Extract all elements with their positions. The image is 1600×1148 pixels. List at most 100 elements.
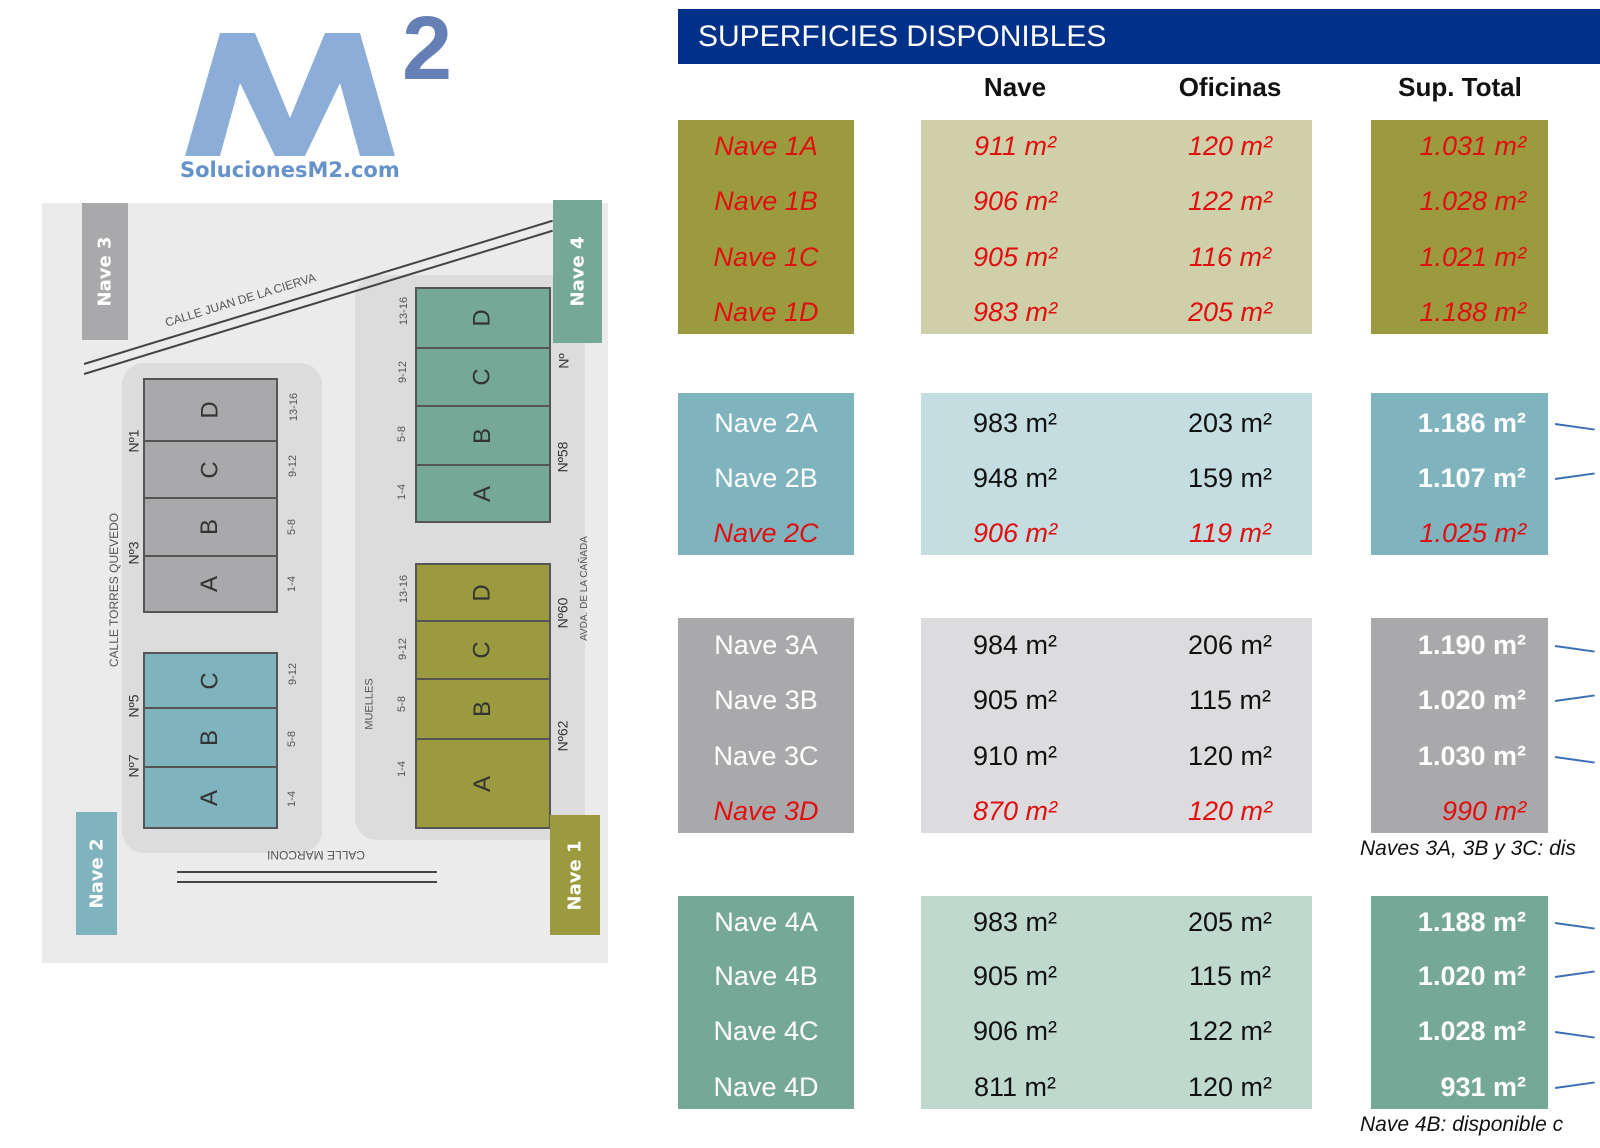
- row-oficinas-area: 115 m²: [1188, 961, 1272, 991]
- group-total-block: [1371, 393, 1548, 555]
- row-nave-area: 984 m²: [972, 630, 1058, 660]
- column-header-oficinas: Oficinas: [1178, 72, 1282, 102]
- row-name[interactable]: Nave 4C: [713, 1016, 819, 1046]
- unit-1d[interactable]: D: [417, 565, 549, 622]
- street-label: CALLE TORRES QUEVEDO: [107, 512, 122, 668]
- watermark-logo: 2 SolucionesM2.com: [180, 0, 470, 188]
- unit-4a[interactable]: A: [468, 485, 496, 502]
- dock-number: 5-8: [285, 519, 298, 535]
- tag-nave-2[interactable]: Nave 2: [76, 812, 117, 935]
- column-header-nave: Nave: [983, 72, 1047, 102]
- logo-superscript: 2: [402, 0, 453, 99]
- row-name[interactable]: Nave 4B: [714, 961, 818, 991]
- row-name[interactable]: Nave 1A: [714, 131, 818, 161]
- street-number: Nº62: [554, 720, 571, 752]
- row-name[interactable]: Nave 2B: [714, 463, 818, 493]
- row-total-area: 1.020 m²: [1417, 685, 1526, 715]
- unit-1b[interactable]: B: [417, 680, 549, 740]
- unit-4b[interactable]: B: [417, 407, 549, 466]
- row-oficinas-area: 120 m²: [1187, 796, 1273, 826]
- building-nave-2: C B A: [143, 652, 278, 829]
- dock-number: 13-16: [398, 296, 411, 326]
- tag-nave-3[interactable]: Nave 3: [82, 203, 128, 340]
- group-label-block: [678, 618, 854, 833]
- group-total-block: [1371, 618, 1548, 833]
- street-number: Nº7: [125, 754, 142, 778]
- unit-1c[interactable]: C: [417, 622, 549, 680]
- unit-3a[interactable]: A: [196, 575, 224, 593]
- row-name[interactable]: Nave 2C: [713, 518, 819, 548]
- row-nave-area: 905 m²: [972, 961, 1058, 991]
- dock-number: 5-8: [285, 731, 298, 747]
- group-values-block: [921, 618, 1312, 833]
- row-total-area: 1.025 m²: [1419, 518, 1526, 548]
- unit-4d[interactable]: D: [417, 289, 549, 349]
- group-total-block: [1371, 896, 1548, 1109]
- road-line: [177, 881, 437, 883]
- unit-2c[interactable]: C: [145, 654, 276, 709]
- group-label-block: [678, 896, 854, 1109]
- connector-line: [1554, 756, 1595, 764]
- unit-2a[interactable]: A: [196, 789, 224, 806]
- row-name[interactable]: Nave 2A: [714, 408, 818, 438]
- dock-number: 1-4: [285, 791, 298, 807]
- row-name[interactable]: Nave 1D: [713, 297, 819, 327]
- unit-3b[interactable]: B: [145, 499, 276, 557]
- tag-nave-1[interactable]: Nave 1: [550, 815, 600, 935]
- row-oficinas-area: 206 m²: [1187, 630, 1273, 660]
- row-name[interactable]: Nave 3B: [714, 685, 818, 715]
- row-nave-area: 983 m²: [972, 297, 1058, 327]
- dock-number: 1-4: [395, 484, 408, 500]
- connector-line: [1554, 472, 1595, 480]
- unit-3d[interactable]: D: [145, 380, 276, 442]
- unit-4c[interactable]: C: [417, 349, 549, 407]
- row-oficinas-area: 205 m²: [1187, 907, 1273, 937]
- row-oficinas-area: 120 m²: [1187, 741, 1273, 771]
- row-oficinas-area: 159 m²: [1187, 463, 1273, 493]
- dock-number: 5-8: [395, 426, 408, 442]
- row-nave-area: 983 m²: [972, 907, 1058, 937]
- dock-number: 9-12: [397, 637, 410, 661]
- street-number: Nº60: [554, 597, 571, 629]
- row-nave-area: 811 m²: [973, 1072, 1057, 1102]
- unit-3c[interactable]: C: [145, 442, 276, 499]
- dock-number: 9-12: [397, 360, 410, 384]
- logo-text: SolucionesM2.com: [180, 158, 400, 182]
- row-total-area: 1.031 m²: [1419, 131, 1526, 161]
- group-total-block: [1371, 120, 1548, 334]
- row-total-area: 1.020 m²: [1417, 961, 1526, 991]
- row-total-area: 1.030 m²: [1417, 741, 1526, 771]
- row-name[interactable]: Nave 3D: [713, 796, 819, 826]
- row-total-area: 1.188 m²: [1417, 907, 1526, 937]
- row-name[interactable]: Nave 3A: [714, 630, 818, 660]
- row-name[interactable]: Nave 4D: [713, 1072, 819, 1102]
- row-name[interactable]: Nave 4A: [714, 907, 818, 937]
- group-label-block: [678, 393, 854, 555]
- unit-1a[interactable]: A: [468, 775, 496, 792]
- row-nave-area: 983 m²: [972, 408, 1058, 438]
- row-name[interactable]: Nave 1B: [714, 186, 818, 216]
- street-label: CALLE MARCONI: [267, 848, 366, 862]
- building-nave-3: D C B A: [143, 378, 278, 613]
- dock-number: 5-8: [395, 696, 408, 712]
- dock-number: 9-12: [287, 662, 300, 686]
- row-name[interactable]: Nave 3C: [713, 741, 819, 771]
- row-oficinas-area: 122 m²: [1187, 1016, 1273, 1046]
- building-nave-1: D C B A: [415, 563, 551, 829]
- row-nave-area: 911 m²: [973, 131, 1057, 161]
- tag-nave-4[interactable]: Nave 4: [553, 200, 602, 343]
- row-nave-area: 905 m²: [972, 685, 1058, 715]
- unit-2b[interactable]: B: [145, 709, 276, 768]
- dock-number: 9-12: [287, 454, 300, 478]
- row-total-area: 1.028 m²: [1417, 1016, 1526, 1046]
- row-total-area: 1.188 m²: [1419, 297, 1526, 327]
- group-values-block: [921, 393, 1312, 555]
- row-oficinas-area: 120 m²: [1187, 131, 1273, 161]
- row-nave-area: 905 m²: [972, 242, 1058, 272]
- row-nave-area: 906 m²: [972, 186, 1058, 216]
- connector-line: [1554, 1081, 1595, 1089]
- row-name[interactable]: Nave 1C: [713, 242, 819, 272]
- page-title: SUPERFICIES DISPONIBLES: [678, 9, 1600, 64]
- street-number: Nº58: [554, 441, 571, 473]
- building-nave-4: D C B A: [415, 287, 551, 523]
